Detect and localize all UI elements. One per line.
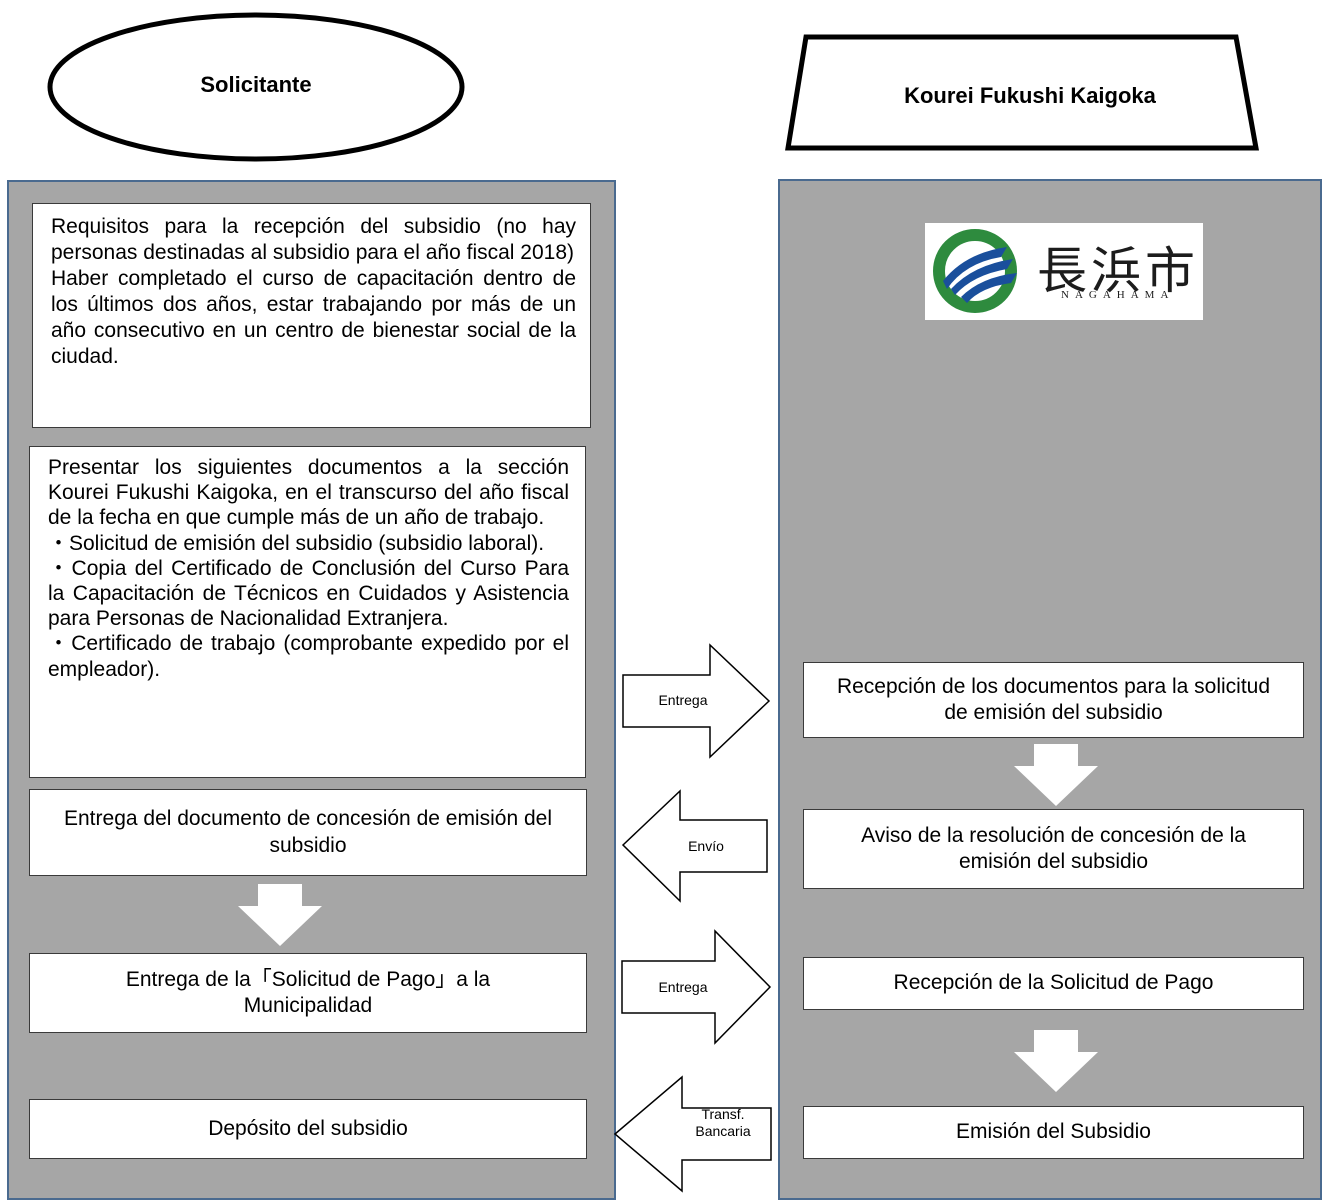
deposit-box: Depósito del subsidio xyxy=(29,1099,587,1159)
emission-text: Emisión del Subsidio xyxy=(956,1120,1151,1144)
reception-payment-box: Recepción de la Solicitud de Pago xyxy=(803,957,1304,1010)
arrow-transferencia-label: Transf. Bancaria xyxy=(676,1106,770,1140)
arrow-envio-label: Envío xyxy=(688,838,724,854)
arrow-entrega-2 xyxy=(621,929,772,1045)
solicitante-label: Solicitante xyxy=(200,72,312,97)
requirements-detail: Haber completado el curso de capacitació… xyxy=(51,267,576,369)
requirements-box: Requisitos para la recepción del subsidi… xyxy=(32,203,591,428)
emission-box: Emisión del Subsidio xyxy=(803,1106,1304,1159)
payment-request-text: Entrega de la「Solicitud de Pago」a la Mun… xyxy=(125,967,491,1017)
header-shapes xyxy=(47,12,1259,162)
nagahama-logo: 長浜市 NAGAHAMA xyxy=(925,223,1203,320)
reception-docs-text: Recepción de los documentos para la soli… xyxy=(836,674,1271,724)
payment-request-box: Entrega de la「Solicitud de Pago」a la Mun… xyxy=(29,953,587,1033)
delivery-concession-box: Entrega del documento de concesión de em… xyxy=(29,789,587,876)
logo-kanji: 長浜市 xyxy=(1037,242,1199,300)
arrow-entrega-2-label: Entrega xyxy=(658,979,708,995)
requirements-text: Requisitos para la recepción del subsidi… xyxy=(51,215,576,265)
documents-box: Presentar los siguientes documentos a la… xyxy=(29,446,586,778)
kourei-trapezoid xyxy=(785,34,1259,151)
delivery-concession-text: Entrega del documento de concesión de em… xyxy=(64,807,552,857)
documents-item-1: ・Solicitud de emisión del subsidio (subs… xyxy=(48,531,545,555)
reception-docs-box: Recepción de los documentos para la soli… xyxy=(803,662,1304,738)
arrow-transferencia-line1: Transf. xyxy=(701,1106,745,1122)
logo-romaji: NAGAHAMA xyxy=(1061,289,1175,301)
down-arrow-right-2 xyxy=(1014,1030,1098,1092)
nagahama-emblem-icon xyxy=(933,229,1017,313)
notice-box: Aviso de la resolución de concesión de l… xyxy=(803,809,1304,889)
arrow-entrega-1-label: Entrega xyxy=(658,692,708,708)
documents-item-2: ・Copia del Certificado de Conclusión del… xyxy=(48,556,569,631)
arrow-envio xyxy=(621,789,768,903)
arrow-transferencia-line2: Bancaria xyxy=(695,1122,751,1139)
reception-payment-text: Recepción de la Solicitud de Pago xyxy=(893,971,1214,995)
arrow-transferencia xyxy=(613,1075,772,1193)
documents-item-3: ・Certificado de trabajo (comprobante exp… xyxy=(48,632,569,681)
notice-text: Aviso de la resolución de concesión de l… xyxy=(861,823,1246,873)
kourei-label: Kourei Fukushi Kaigoka xyxy=(904,83,1156,108)
down-arrow-left-1 xyxy=(238,884,322,946)
arrow-entrega-1 xyxy=(622,643,771,759)
solicitante-ellipse xyxy=(47,12,465,162)
documents-intro: Presentar los siguientes documentos a la… xyxy=(48,456,569,530)
deposit-text: Depósito del subsidio xyxy=(208,1116,408,1140)
down-arrow-right-1 xyxy=(1014,744,1098,806)
